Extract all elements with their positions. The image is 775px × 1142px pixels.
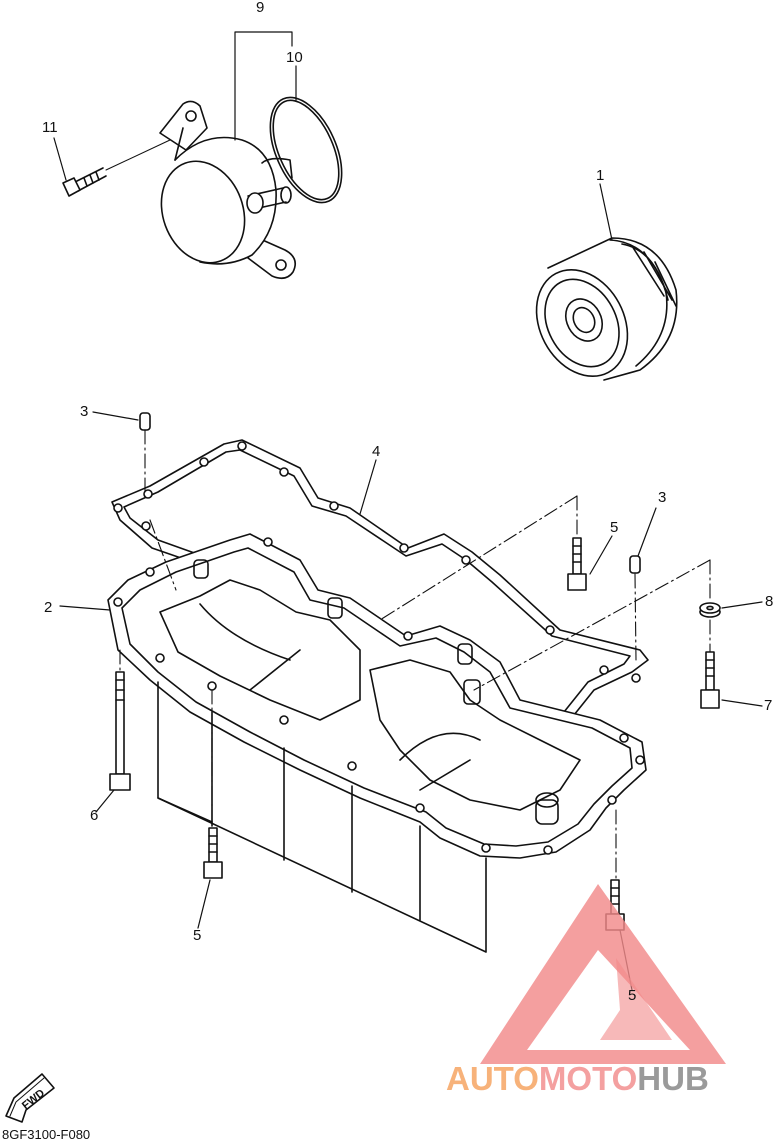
watermark-auto: AUTO [446,1060,539,1097]
part-label-8: 8 [765,593,774,610]
washer-8 [699,602,721,618]
fwd-arrow-icon [5,1073,55,1123]
part-label-11: 11 [42,119,58,136]
bolt-5-upper [567,537,587,591]
watermark-hub: HUB [637,1060,709,1097]
part-label-2: 2 [44,599,53,616]
part-label-3-right: 3 [658,489,667,506]
oil-cooler-assembly [159,100,296,280]
oil-pan [107,533,647,953]
watermark-logo [480,884,726,1064]
bolt-6 [109,671,131,791]
dowel-pin-right [629,555,641,574]
watermark-moto: MOTO [538,1060,638,1097]
watermark-text: AUTOMOTOHUB [446,1060,709,1098]
part-label-7: 7 [764,697,773,714]
part-label-5-lower-right: 5 [628,987,637,1004]
drain-bolt-7 [700,651,720,709]
diagram-code: 8GF3100-F080 [2,1127,91,1142]
o-ring [269,96,343,204]
part-label-5-lower-left: 5 [193,927,202,944]
part-label-10: 10 [286,49,303,66]
part-label-4: 4 [372,443,381,460]
oil-filter [535,237,678,381]
part-label-5-upper: 5 [610,519,619,536]
part-label-6: 6 [90,807,99,824]
cooler-bolt [62,139,171,197]
dowel-pin-left [139,412,151,431]
part-label-1: 1 [596,167,605,184]
part-label-3-left: 3 [80,403,89,420]
part-label-9: 9 [256,0,265,16]
bolt-5-lower-left [203,827,223,879]
